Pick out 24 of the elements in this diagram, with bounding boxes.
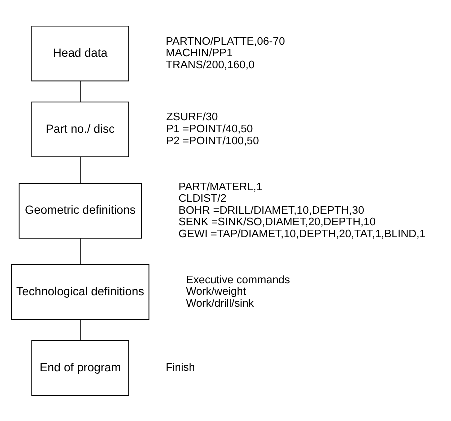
node-label: GEWI =TAP/DIAMET,10,DEPTH,20,TAT,1,BLIND,1 bbox=[178, 228, 426, 240]
node-label: PARTNO/PLATTE,06-70 bbox=[166, 35, 286, 48]
node-label: Executive commands bbox=[186, 274, 290, 286]
node-label: ZSURF/30 bbox=[166, 111, 218, 124]
node-label: MACHIN/PP1 bbox=[166, 47, 233, 60]
connector bbox=[80, 319, 81, 341]
connector bbox=[80, 238, 81, 265]
node-label: SENK =SINK/SO,DIAMET,20,DEPTH,10 bbox=[178, 216, 376, 228]
node-label: PART/MATERL,1 bbox=[178, 180, 263, 193]
node-label: P2 =POINT/100,50 bbox=[166, 134, 260, 147]
node-label: Work/weight bbox=[186, 286, 246, 298]
node-box: Part no./ disc bbox=[32, 101, 130, 157]
node-box: Geometric definitions bbox=[18, 182, 142, 238]
node-box: Head data bbox=[32, 25, 130, 82]
node-label: P1 =POINT/40,50 bbox=[166, 123, 254, 136]
node-box: End of program bbox=[32, 340, 130, 396]
node-label: CLDIST/2 bbox=[178, 192, 227, 205]
node-box: Technological definitions bbox=[11, 264, 150, 320]
connector bbox=[80, 156, 81, 184]
connector bbox=[80, 80, 81, 102]
node-label: Finish bbox=[166, 362, 196, 374]
node-label: Work/drill/sink bbox=[186, 298, 254, 310]
node-label: BOHR =DRILL/DIAMET,10,DEPTH,30 bbox=[178, 204, 364, 216]
node-label: TRANS/200,160,0 bbox=[166, 58, 255, 71]
